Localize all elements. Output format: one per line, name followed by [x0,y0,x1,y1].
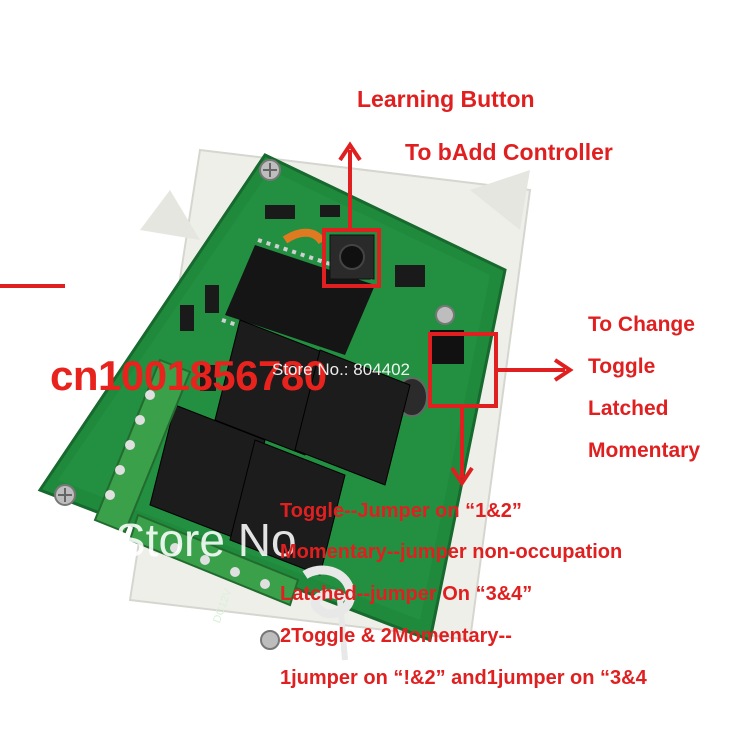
learning-push-button [329,234,375,280]
note-momentary: Momentary--jumper non-occupation [280,541,623,563]
screws [54,159,455,650]
mode-label-to-change: To Change [588,313,695,336]
note-toggle: Toggle--Jumper on “1&2” [280,500,522,522]
store-number-large-watermark: Store No [115,514,297,566]
annotations [0,141,574,487]
add-controller-label: To bAdd Controller [405,139,613,165]
antenna-coil [302,565,356,661]
mode-label-latched: Latched [588,397,669,420]
note-latched: Latched--jumper On “3&4” [280,583,533,605]
store-id-watermark: cn1001856780 [50,352,327,399]
store-number-small-watermark: Store No.: 804402 [272,360,410,379]
learning-button-label: Learning Button [357,86,535,112]
relays [149,319,411,576]
mode-label-toggle: Toggle [588,355,656,378]
note-mixed-detail: 1jumper on “!&2” and1jumper on “3&4 [280,667,647,689]
mode-label-momentary: Momentary [588,439,701,462]
note-mixed-heading: 2Toggle & 2Momentary-- [280,625,512,647]
terminal-blocks [93,358,300,607]
